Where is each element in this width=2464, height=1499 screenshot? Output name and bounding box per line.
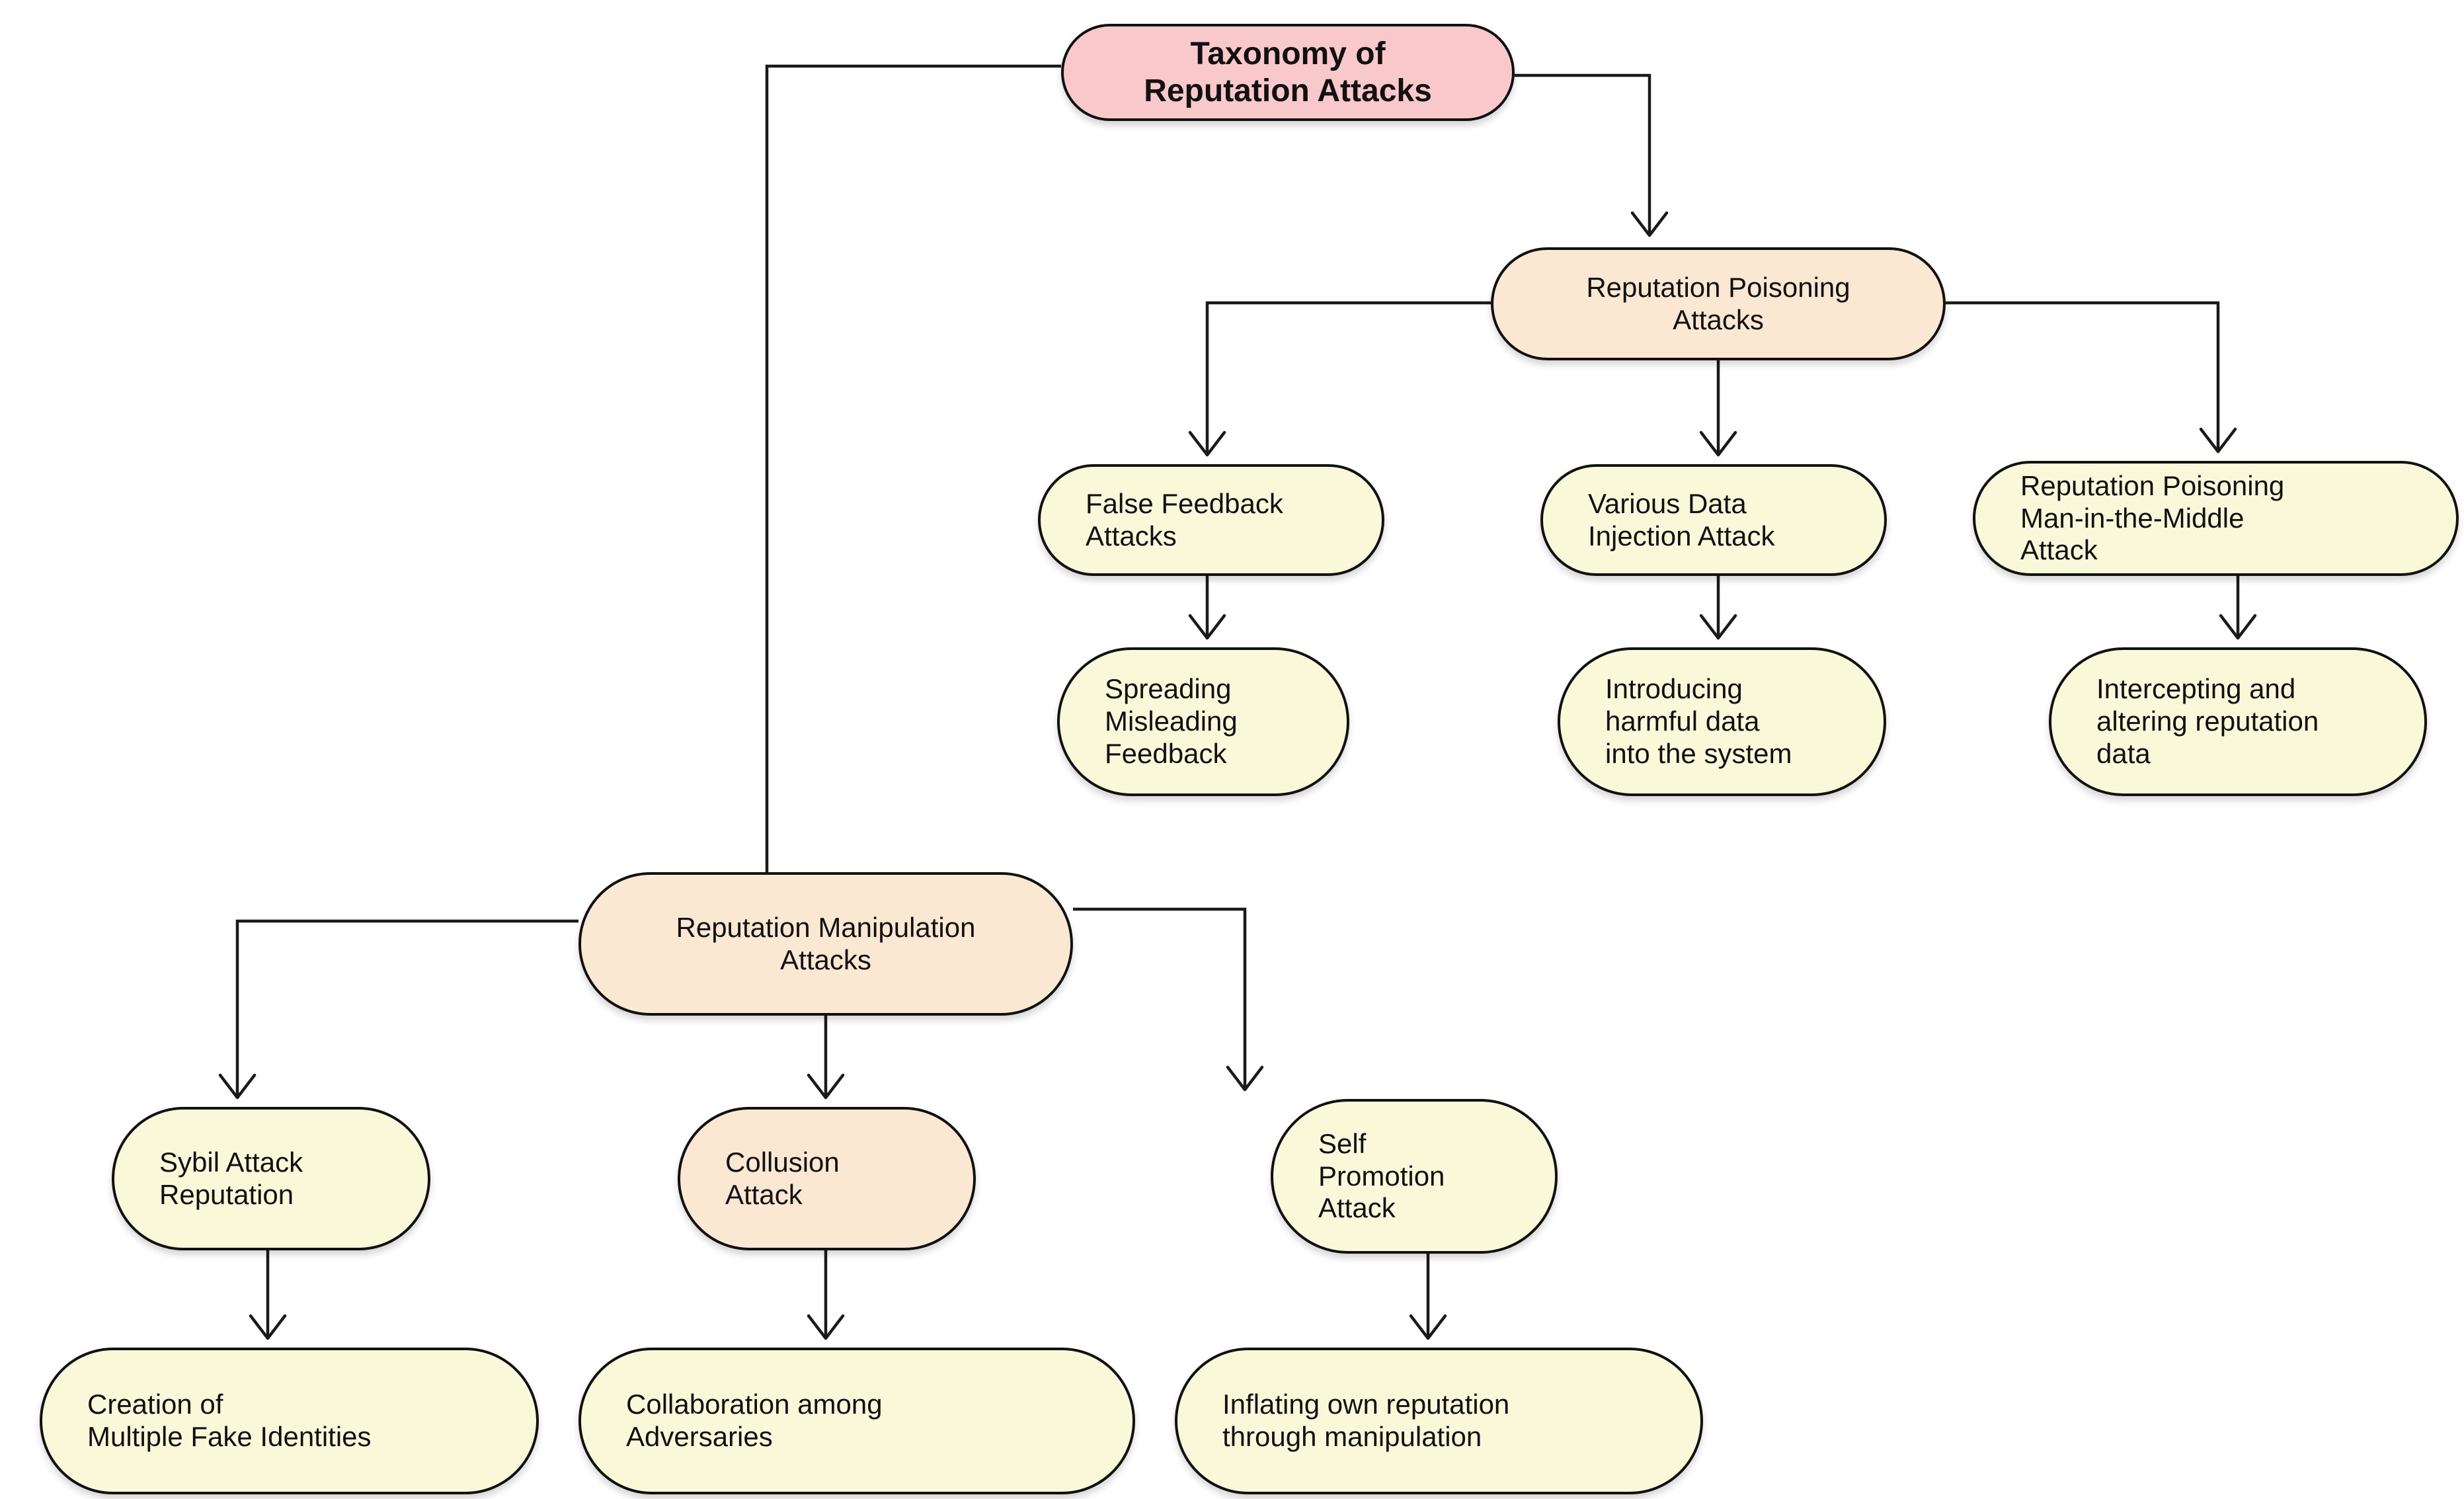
arrowhead-poisoning [1630, 211, 1669, 237]
node-sybil-line-1: Reputation [159, 1178, 294, 1210]
node-self-promotion-line-0: Self [1318, 1127, 1367, 1159]
node-root-line-1: Reputation Attacks [1144, 73, 1432, 108]
edge-manipulation-to-sybil [235, 919, 578, 1098]
node-poisoning-line-0: Reputation Poisoning [1586, 271, 1850, 303]
node-intercepting-line-0: Intercepting and [2096, 673, 2296, 705]
node-intercepting-line-1: altering reputation [2096, 706, 2319, 737]
node-mitm-line-0: Reputation Poisoning [2020, 469, 2285, 501]
node-mitm-line-2: Attack [2020, 534, 2098, 566]
node-fake-identities-line-1: Multiple Fake Identities [87, 1421, 372, 1452]
edge-poisoning-to-mitm [1946, 301, 2220, 452]
node-collaboration-line-1: Adversaries [626, 1421, 773, 1452]
edge-manipulation-to-self-promotion [1073, 907, 1247, 1090]
arrowhead-mitm [2199, 427, 2237, 454]
node-manipulation-line-1: Attacks [780, 944, 871, 975]
arrowhead-false-feedback [1188, 430, 1226, 457]
node-harmful-data-line-0: Introducing [1605, 673, 1743, 705]
node-false-feedback-line-0: False Feedback [1086, 487, 1283, 519]
arrowhead-harmful-data [1699, 614, 1737, 640]
node-intercepting-line-2: data [2096, 737, 2151, 769]
node-misleading-feedback-line-0: Spreading [1105, 673, 1232, 705]
node-sybil-line-0: Sybil Attack [159, 1146, 303, 1178]
node-data-injection-line-1: Injection Attack [1588, 520, 1775, 551]
edge-poisoning-to-false-feedback [1205, 301, 1491, 455]
node-fake-identities-line-0: Creation of [87, 1389, 223, 1420]
edge-root-to-manipulation [765, 64, 1061, 872]
node-manipulation-line-0: Reputation Manipulation [676, 911, 976, 943]
node-data-injection-line-0: Various Data [1588, 487, 1747, 519]
arrowhead-collaboration [807, 1314, 845, 1340]
edge-root-to-poisoning [1515, 73, 1651, 235]
node-false-feedback-line-1: Attacks [1086, 520, 1177, 551]
arrowhead-misleading-feedback [1188, 614, 1226, 640]
node-inflating-line-1: through manipulation [1222, 1421, 1482, 1452]
node-harmful-data-line-1: harmful data [1605, 706, 1760, 737]
node-self-promotion-line-1: Promotion [1318, 1160, 1445, 1192]
arrowhead-self-promotion [1226, 1065, 1264, 1092]
arrowhead-inflating [1409, 1314, 1447, 1340]
arrowhead-sybil [218, 1073, 257, 1100]
node-collusion-line-0: Collusion [725, 1146, 840, 1178]
node-root-line-0: Taxonomy of [1190, 36, 1386, 71]
node-collaboration-line-0: Collaboration among [626, 1389, 883, 1420]
arrowhead-fake-identities [249, 1314, 287, 1340]
node-misleading-feedback-line-2: Feedback [1105, 737, 1227, 769]
node-misleading-feedback-line-1: Misleading [1105, 706, 1238, 737]
node-mitm-line-1: Man-in-the-Middle [2020, 502, 2245, 534]
arrowhead-collusion [807, 1073, 845, 1100]
node-harmful-data-line-2: into the system [1605, 737, 1792, 769]
arrowhead-data-injection [1699, 430, 1737, 457]
node-collusion-line-1: Attack [725, 1178, 803, 1210]
node-inflating-line-0: Inflating own reputation [1222, 1389, 1510, 1420]
node-poisoning-line-1: Attacks [1673, 304, 1764, 335]
node-self-promotion-line-2: Attack [1318, 1192, 1396, 1224]
arrowhead-intercepting [2219, 614, 2257, 640]
